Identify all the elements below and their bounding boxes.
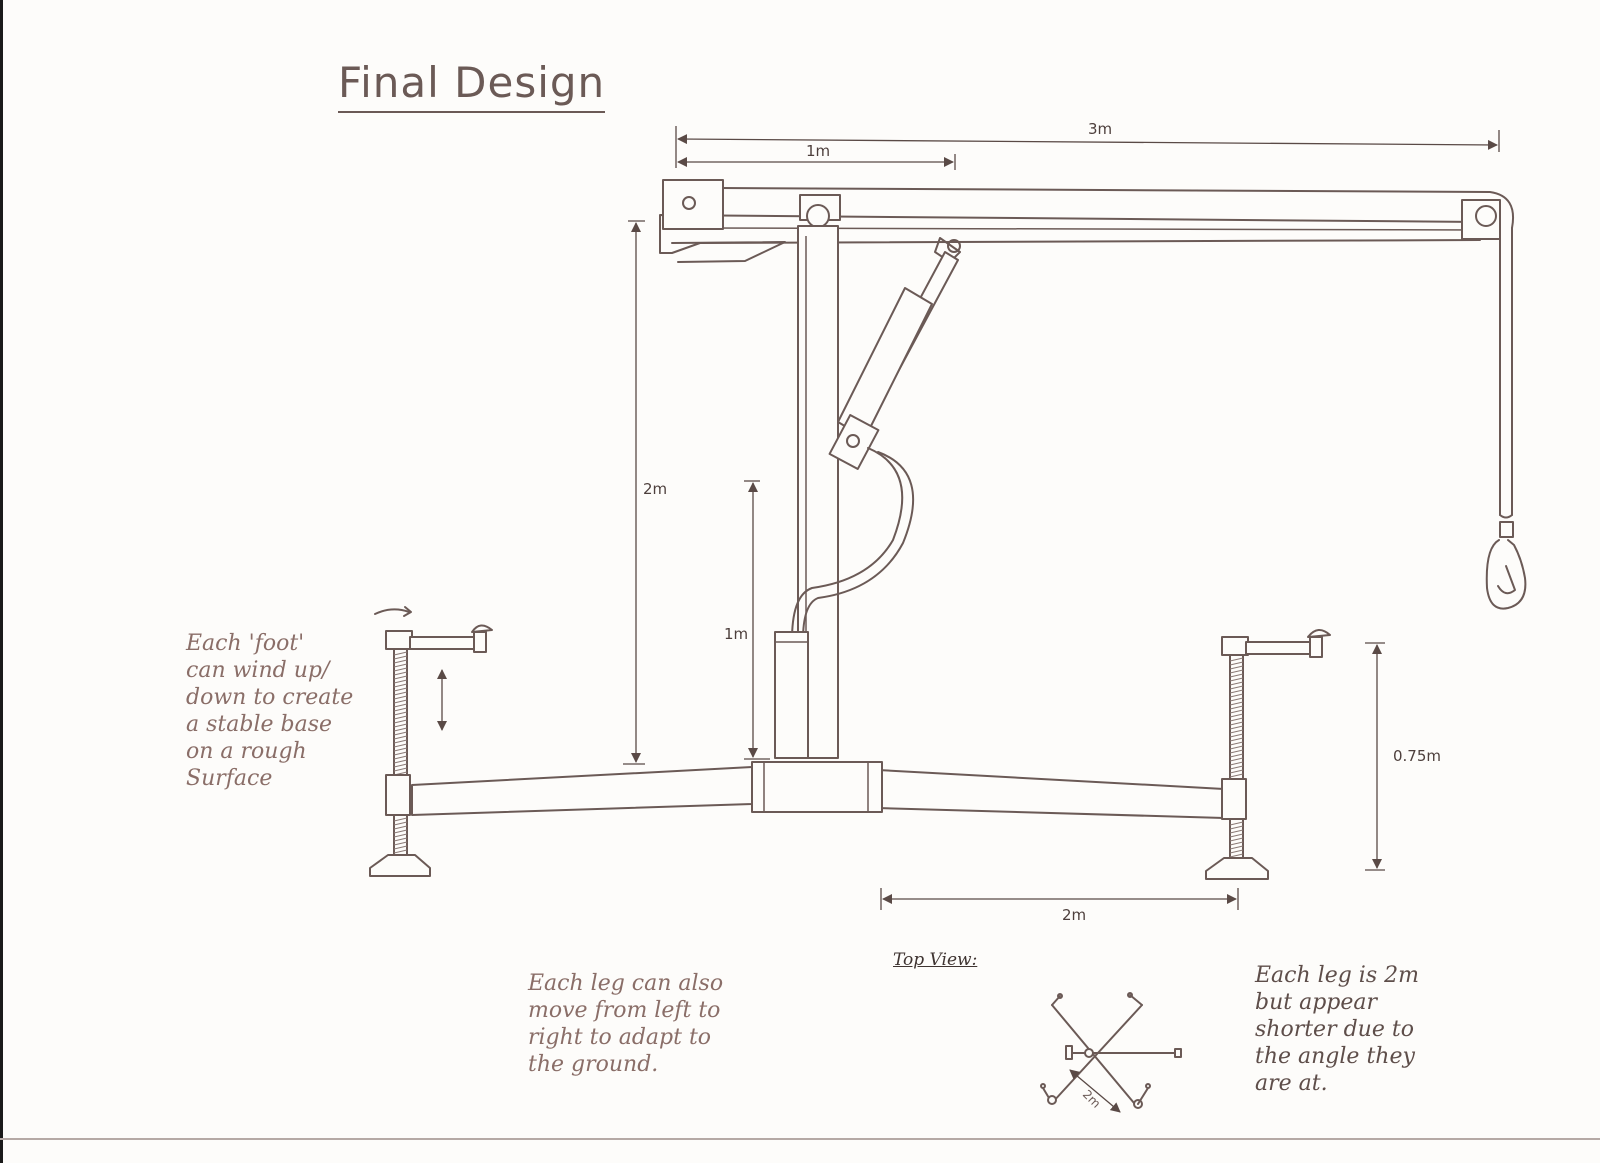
paper-bottom-edge <box>0 1138 1600 1140</box>
note-leg-length: Each leg is 2m but appear shorter due to… <box>1255 963 1419 1096</box>
top-view-diagram <box>1040 992 1182 1113</box>
crane-jib <box>659 179 1514 263</box>
dimension-2m-mast <box>623 220 645 765</box>
hook-assembly <box>1485 227 1527 610</box>
top-view-title: Top View: <box>893 950 978 970</box>
dimension-1m-ram <box>744 480 770 760</box>
note-foot-adjust: Each 'foot' can wind up/ down to create … <box>186 631 354 791</box>
dimension-label-1m-ram: 1m <box>724 625 749 643</box>
dimension-label-1m-jib: 1m <box>806 142 831 160</box>
dimension-2m-span <box>880 888 1239 910</box>
dimension-0-75m <box>1365 642 1385 871</box>
paper-edge <box>0 0 3 1163</box>
dimension-label-0-75m: 0.75m <box>1393 747 1442 765</box>
dimension-label-3m: 3m <box>1088 120 1113 138</box>
dimension-1m-jib <box>677 154 956 170</box>
crane-base <box>411 761 1225 819</box>
page-title: Final Design <box>338 58 606 113</box>
note-leg-move: Each leg can also move from left to righ… <box>528 971 724 1077</box>
right-foot <box>1205 629 1331 880</box>
hydraulic-ram <box>774 251 959 759</box>
left-foot <box>369 606 493 877</box>
dimension-label-2m-mast: 2m <box>643 480 668 498</box>
dimension-3m <box>675 126 1500 168</box>
dimension-label-2m-span: 2m <box>1062 906 1087 924</box>
